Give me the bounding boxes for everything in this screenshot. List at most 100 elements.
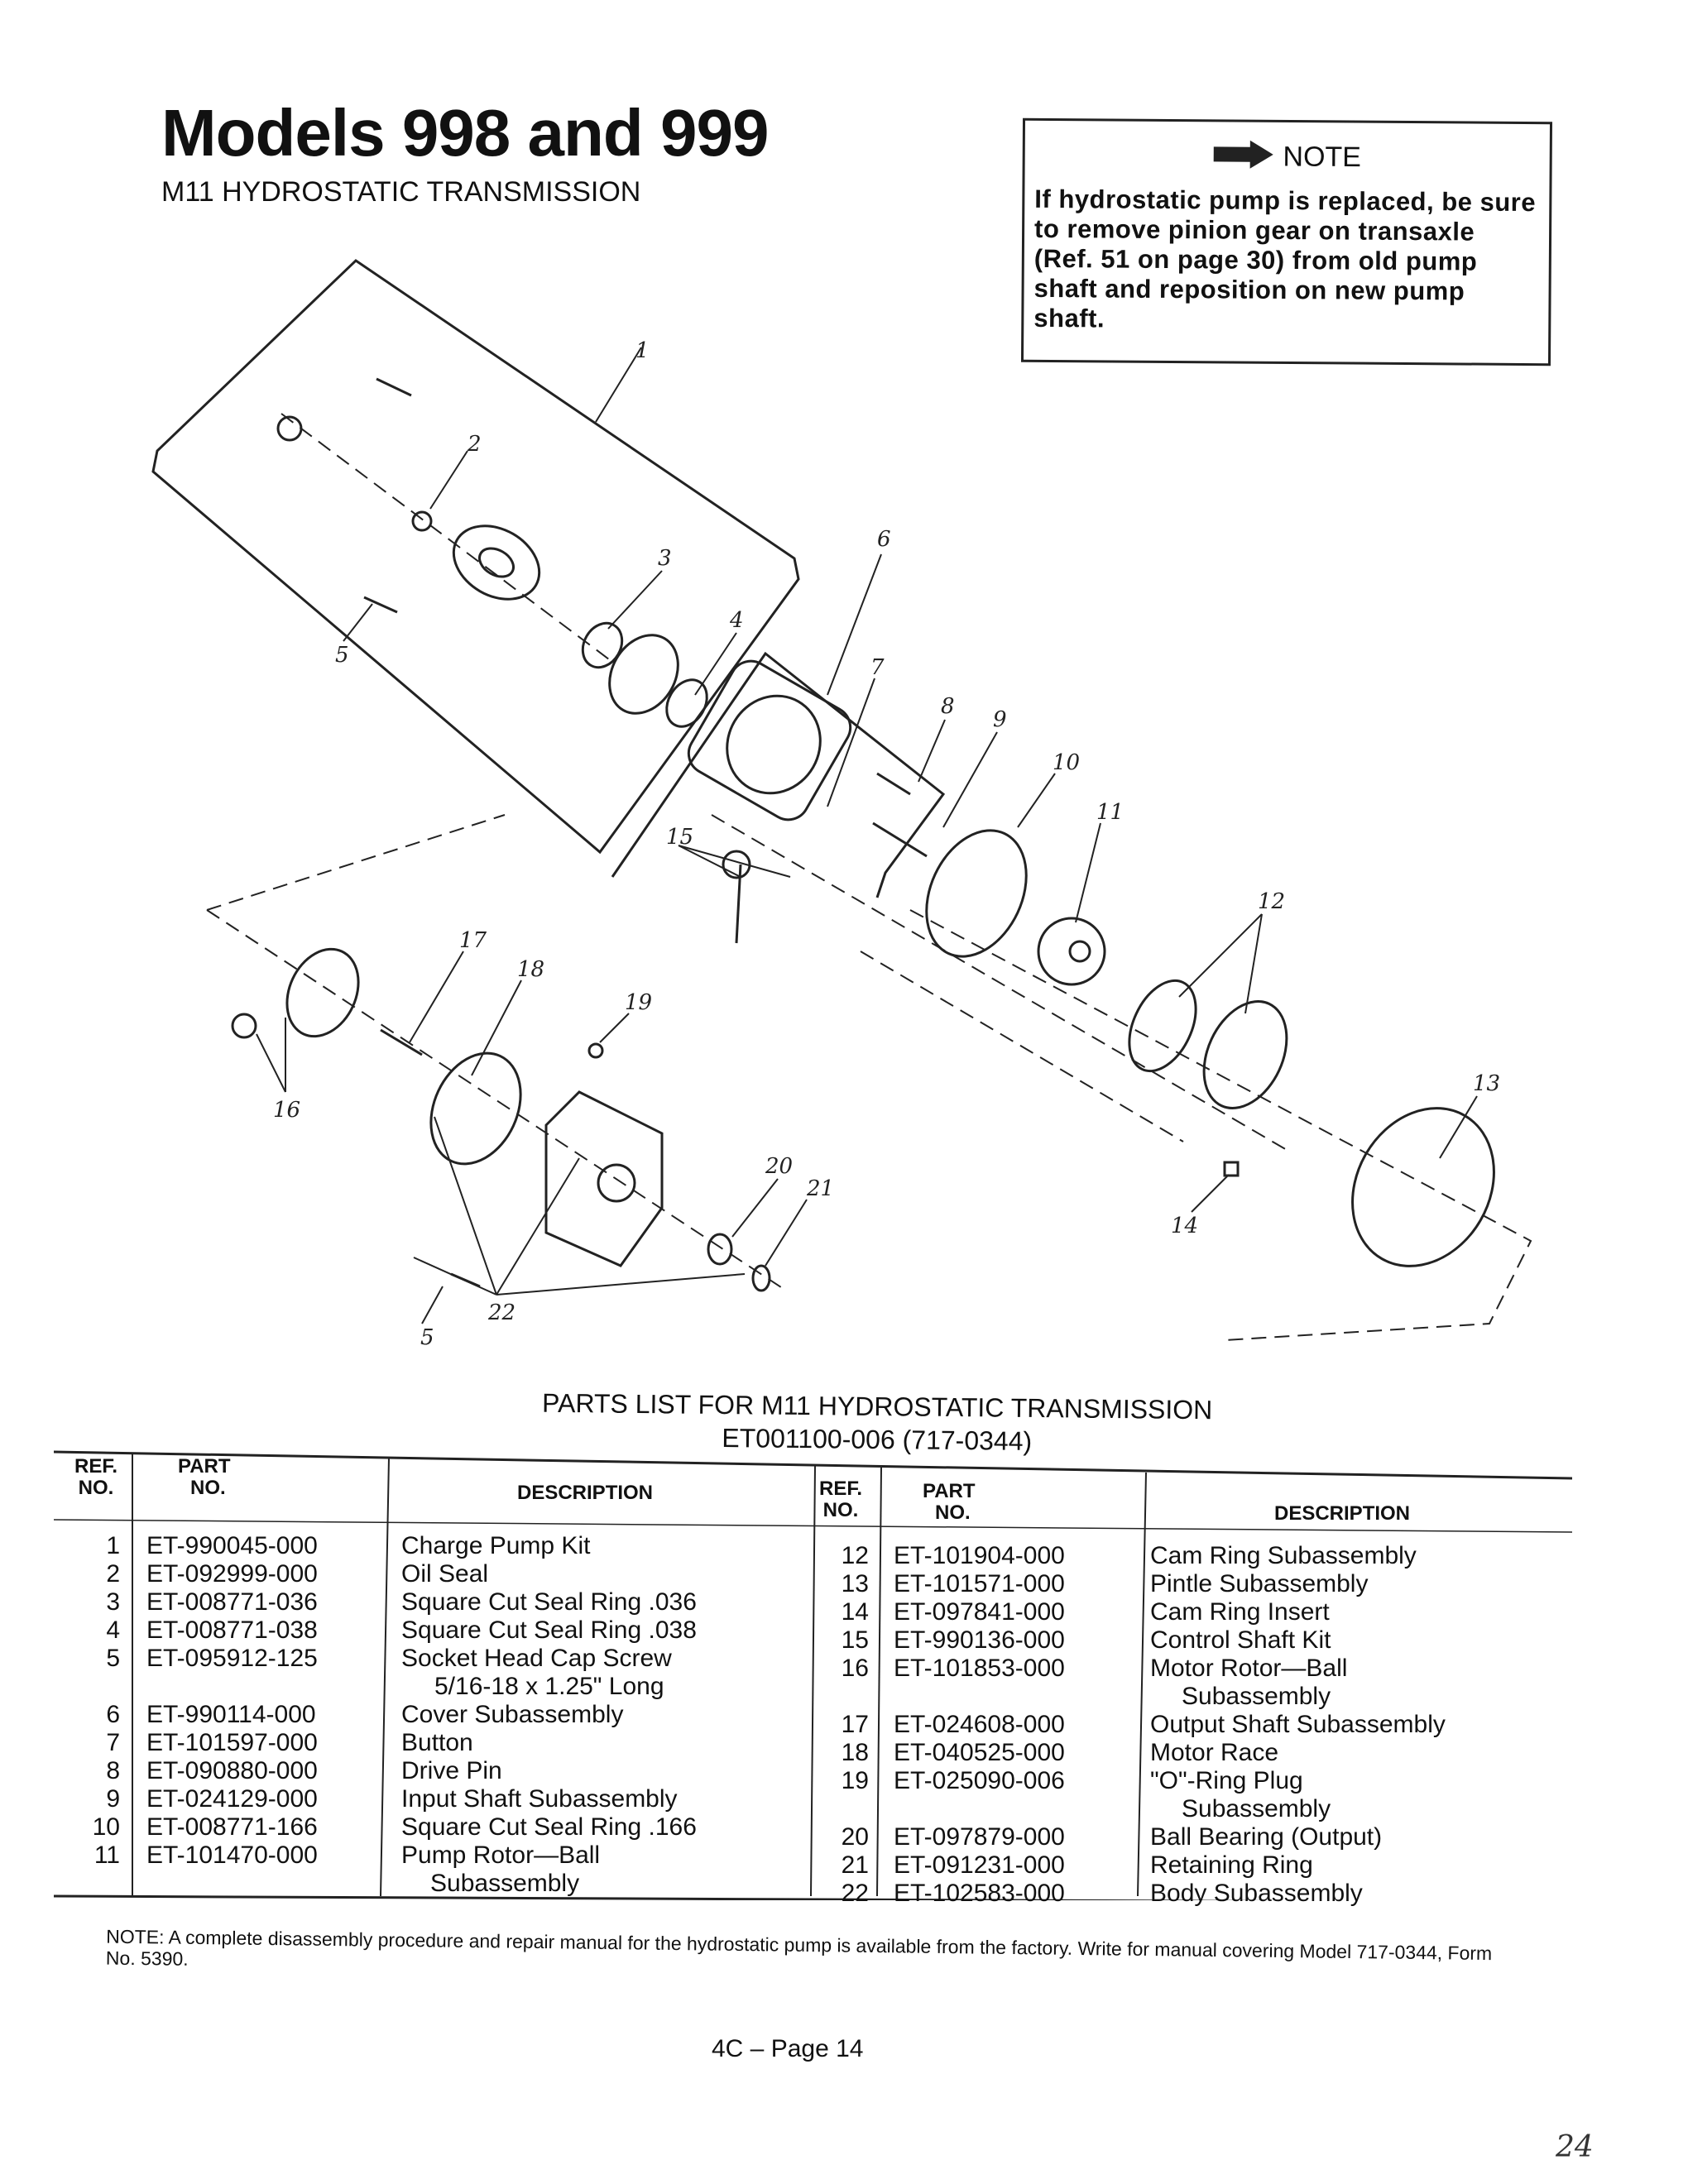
part-cam-ring-insert (1223, 1161, 1240, 1177)
table-rules (54, 1450, 1572, 1900)
table-cell-ref: 7 (106, 1729, 120, 1756)
part-o-ring-plug (587, 1042, 604, 1059)
part-ball-bearing (707, 1233, 733, 1266)
callout-10: 10 (1053, 750, 1080, 775)
footnote: NOTE: A complete disassembly procedure a… (105, 1925, 1493, 1970)
table-cell-desc: Subassembly (430, 1870, 580, 1897)
part-seal-ring-4 (665, 678, 708, 728)
callout-3: 3 (658, 546, 672, 571)
callout-15: 15 (666, 825, 693, 850)
table-cell-ref: 13 (841, 1570, 869, 1597)
table-cell-part: ET-102583-000 (894, 1880, 1065, 1907)
part-motor-race (429, 1051, 522, 1166)
callout-11: 11 (1096, 800, 1124, 825)
table-cell-desc: Oil Seal (401, 1560, 489, 1588)
table-cell-desc: Subassembly (1182, 1683, 1331, 1710)
table-cell-ref: 20 (841, 1823, 869, 1851)
table-cell-desc: Subassembly (1182, 1795, 1331, 1822)
callout-13: 13 (1473, 1071, 1500, 1096)
table-cell-ref: 6 (106, 1701, 120, 1728)
table-cell-desc: Square Cut Seal Ring .036 (401, 1588, 697, 1616)
table-cell-desc: Pintle Subassembly (1150, 1570, 1369, 1597)
table-cell-desc: "O"-Ring Plug (1150, 1767, 1303, 1794)
callout-21: 21 (806, 1176, 834, 1201)
table-cell-ref: 4 (106, 1616, 120, 1644)
part-plate (608, 634, 679, 715)
table-cell-ref: 21 (841, 1851, 869, 1879)
part-screw-top (376, 377, 412, 397)
table-cell-desc: Ball Bearing (Output) (1150, 1823, 1383, 1851)
table-cell-part: ET-097879-000 (894, 1823, 1065, 1851)
table-cell-ref: 1 (106, 1532, 120, 1559)
page-title: Models 998 and 999 (161, 96, 769, 170)
callout-8: 8 (941, 694, 955, 719)
table-cell-ref: 12 (841, 1542, 869, 1569)
page-subtitle: M11 HYDROSTATIC TRANSMISSION (161, 176, 641, 208)
table-cell-part: ET-095912-125 (146, 1645, 318, 1672)
table-cell-desc: Cam Ring Subassembly (1150, 1542, 1417, 1569)
right-description-column: Cam Ring Subassembly Pintle Subassembly … (1150, 1542, 1568, 1908)
table-cell-part: ET-101597-000 (146, 1729, 318, 1756)
table-cell-desc: Body Subassembly (1150, 1880, 1363, 1907)
callout-17: 17 (459, 928, 487, 953)
table-cell-part: ET-101571-000 (894, 1570, 1065, 1597)
table-cell-desc: Pump Rotor—Ball (401, 1842, 601, 1869)
part-cover-subassembly (687, 659, 852, 821)
table-cell-ref: 19 (841, 1767, 869, 1794)
table-cell-desc: Motor Rotor—Ball (1150, 1655, 1348, 1682)
table-cell-part: ET-097841-000 (894, 1598, 1065, 1626)
table-cell-part: ET-008771-038 (146, 1616, 318, 1644)
table-cell-part: ET-025090-006 (894, 1767, 1065, 1794)
table-cell-ref: 3 (106, 1588, 120, 1616)
handwritten-number: 24 (1556, 2130, 1594, 2164)
callout-2: 2 (467, 432, 482, 457)
table-cell-ref: 2 (106, 1560, 120, 1588)
header-description-right: DESCRIPTION (1274, 1502, 1411, 1525)
part-washer (276, 415, 303, 442)
arrow-right-icon (1211, 138, 1274, 178)
callout-9: 9 (993, 707, 1007, 732)
table-cell-desc: Charge Pump Kit (401, 1532, 591, 1559)
table-cell-ref: 5 (106, 1645, 120, 1672)
table-cell-ref: 22 (841, 1880, 869, 1907)
part-screw-left (363, 596, 398, 614)
table-cell-ref: 15 (841, 1626, 869, 1654)
table-cell-part: ET-008771-036 (146, 1588, 318, 1616)
table-cell-desc: Control Shaft Kit (1150, 1626, 1331, 1654)
part-motor-rotor (285, 947, 360, 1038)
part-drive-pin (876, 772, 911, 796)
part-ball (231, 1013, 257, 1039)
table-cell-desc: Cover Subassembly (401, 1701, 624, 1728)
left-description-column: Charge Pump Kit Oil Seal Square Cut Seal… (401, 1532, 811, 1898)
part-body-subassembly (544, 1090, 664, 1267)
table-cell-desc: Drive Pin (401, 1757, 502, 1784)
callout-14: 14 (1171, 1214, 1198, 1238)
part-charge-pump (452, 524, 541, 601)
part-oil-seal (411, 510, 433, 532)
header-description-left: DESCRIPTION (517, 1482, 654, 1504)
part-cam-ring-a (1128, 979, 1197, 1073)
part-retaining-ring (751, 1264, 771, 1292)
part-input-shaft (872, 821, 928, 858)
diagram-outline (151, 259, 800, 855)
left-ref-column: 1 2 3 4 5 6 7 8 9 10 11 (70, 1532, 120, 1870)
table-cell-desc: Output Shaft Subassembly (1150, 1711, 1446, 1738)
callout-19: 19 (625, 990, 652, 1015)
callout-22: 22 (487, 1300, 516, 1325)
table-cell-desc: Button (401, 1729, 473, 1756)
table-cell-part: ET-101853-000 (894, 1655, 1065, 1682)
table-cell-part: ET-990114-000 (146, 1701, 316, 1728)
table-cell-ref: 10 (92, 1813, 120, 1841)
table-cell-part: ET-990136-000 (894, 1626, 1065, 1654)
right-part-column: ET-101904-000 ET-101571-000 ET-097841-00… (894, 1542, 1134, 1908)
note-box: NOTE If hydrostatic pump is replaced, be… (1020, 117, 1553, 366)
table-cell-desc: Square Cut Seal Ring .038 (401, 1616, 697, 1644)
table-cell-part: ET-101904-000 (894, 1542, 1065, 1569)
table-cell-ref: 16 (841, 1655, 869, 1682)
table-cell-ref: 14 (841, 1598, 869, 1626)
left-part-column: ET-990045-000 ET-092999-000 ET-008771-03… (146, 1532, 378, 1870)
callout-5-lower: 5 (420, 1325, 434, 1350)
note-header: NOTE (1035, 137, 1538, 180)
table-cell-ref: 8 (106, 1757, 120, 1784)
